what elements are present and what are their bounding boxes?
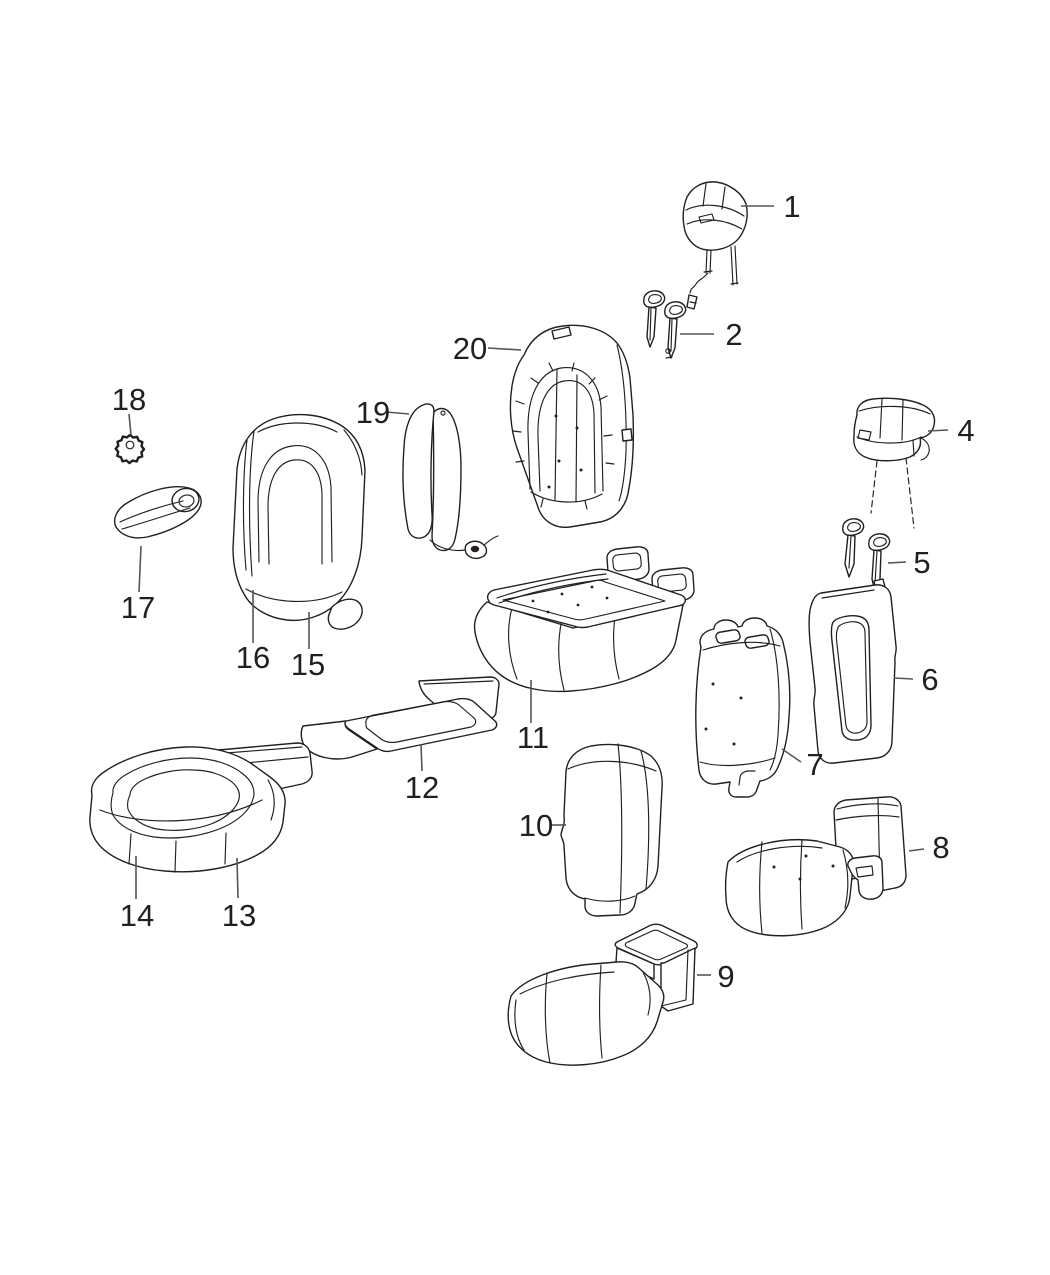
part-1-headrest [682, 181, 748, 310]
callout-7-label: 7 [806, 747, 823, 782]
callout-4-leader [927, 429, 949, 432]
part-19-bolster-pad [402, 403, 499, 560]
part-7-seat-back-foam [695, 617, 791, 798]
callout-2-label: 2 [725, 317, 742, 352]
callout-1-label: 1 [783, 189, 800, 224]
callout-8-label: 8 [932, 830, 949, 865]
part-8-rear-cushion-foam [724, 796, 907, 937]
callout-13-leader [236, 857, 239, 899]
callout-13-label: 13 [222, 898, 256, 933]
callout-20-leader [487, 347, 522, 351]
part-12-cushion-pad [300, 676, 500, 760]
callout-12-leader [420, 743, 423, 772]
callout-19-label: 19 [356, 395, 390, 430]
callout-20-label: 20 [453, 331, 487, 366]
callout-6-leader [893, 677, 914, 680]
part-4-folding-headrest [853, 397, 936, 529]
callout-16-label: 16 [236, 640, 270, 675]
part-20-seat-back-pad [509, 324, 635, 529]
callout-14-label: 14 [120, 898, 154, 933]
callout-7-leader [781, 748, 802, 763]
part-15-16-seat-back-cover [232, 413, 366, 630]
callout-15-label: 15 [291, 647, 325, 682]
part-17-armrest [113, 486, 202, 539]
callout-19-leader [385, 411, 410, 415]
callout-6-label: 6 [921, 662, 938, 697]
callout-11-label: 11 [517, 720, 549, 755]
callout-18-leader [128, 413, 132, 436]
callout-4-label: 4 [957, 413, 974, 448]
part-10-seat-back-cover [560, 743, 663, 917]
callout-10-label: 10 [519, 808, 553, 843]
part-6-seat-back-panel [808, 578, 897, 764]
callout-5-leader [887, 561, 907, 564]
callout-5-label: 5 [913, 545, 930, 580]
part-18-retainer-clip [114, 433, 146, 465]
callout-12-label: 12 [405, 770, 439, 805]
callout-17-label: 17 [121, 590, 155, 625]
part-11-seat-cushion-assembly [473, 546, 695, 693]
callout-18-label: 18 [112, 382, 146, 417]
leader-lines [128, 205, 949, 976]
part-13-14-seat-cushion [89, 742, 313, 873]
callout-8-leader [908, 848, 925, 852]
callout-17-leader [138, 545, 142, 593]
part-9-rear-cushion-cover [507, 923, 698, 1066]
callout-9-label: 9 [717, 959, 734, 994]
part-2-headrest-guide-sleeves [643, 290, 687, 359]
callout-labels: 1 2 4 5 6 7 8 9 10 11 12 13 14 15 16 17 … [112, 189, 975, 994]
